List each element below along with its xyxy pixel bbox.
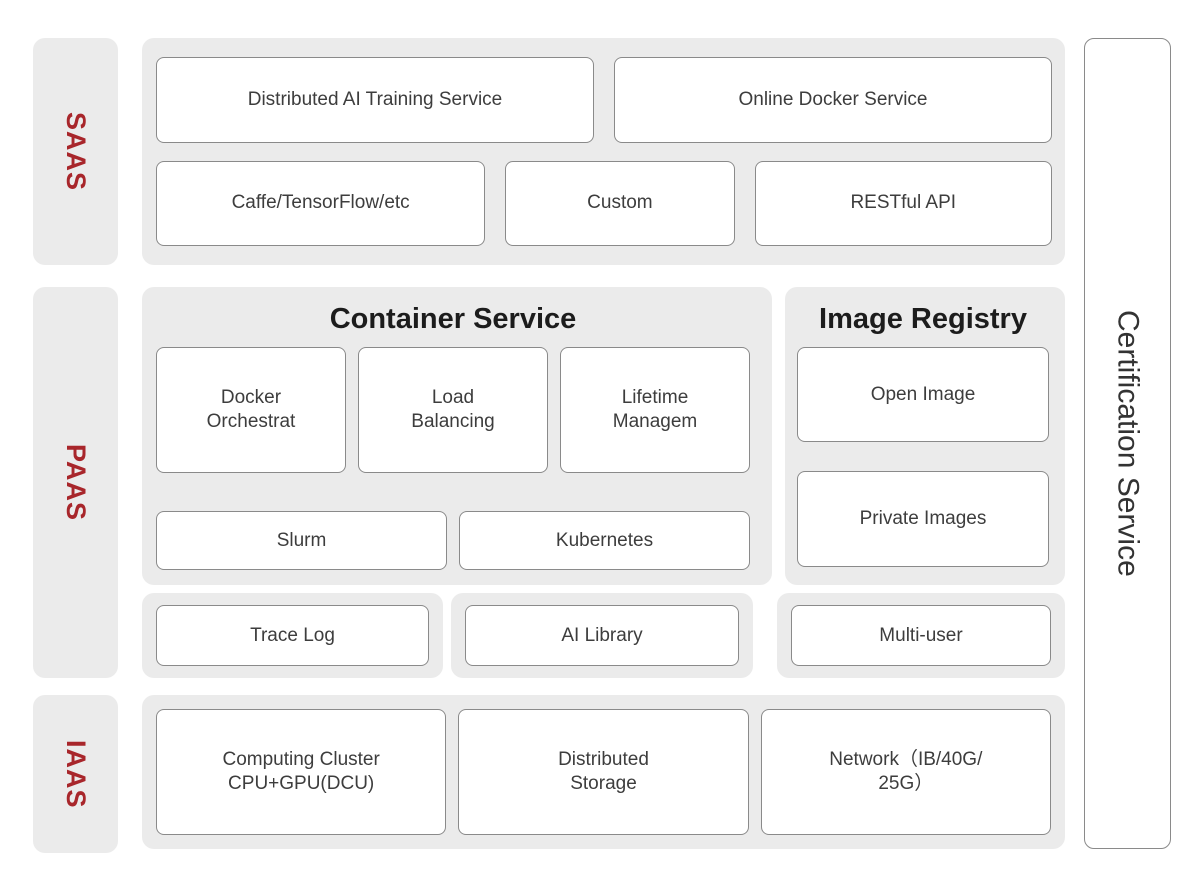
service-box-label: Slurm — [276, 529, 327, 551]
service-box-label: RESTful API — [850, 192, 957, 214]
service-box-trace-log: Trace Log — [156, 605, 429, 666]
iaas-panel: Computing Cluster CPU+GPU(DCU) Distribut… — [142, 695, 1065, 849]
service-box-label: Network（IB/40G/ 25G） — [829, 749, 983, 794]
service-box-restful-api: RESTful API — [754, 160, 1052, 246]
container-service-bottom-row: Slurm Kubernetes — [156, 511, 750, 570]
service-box-custom: Custom — [505, 160, 735, 246]
middleware-panel-multi-user: Multi-user — [777, 593, 1065, 678]
service-box-network: Network（IB/40G/ 25G） — [760, 709, 1051, 835]
container-service-title: Container Service — [329, 303, 577, 335]
image-registry-panel: Image Registry Open Image Private Images — [785, 287, 1065, 585]
service-box-open-image: Open Image — [797, 347, 1049, 442]
saas-row-1: Distributed AI Training Service Online D… — [156, 57, 1052, 143]
service-box-multi-user: Multi-user — [791, 605, 1051, 666]
layer-label-iaas: IAAS — [61, 739, 91, 809]
middleware-panel-ai-library: AI Library — [451, 593, 753, 678]
service-box-lifetime-managem: Lifetime Managem — [560, 347, 750, 473]
service-box-label: Multi-user — [879, 624, 963, 646]
service-box-private-images: Private Images — [797, 471, 1049, 567]
certification-service-box: Certification Service — [1084, 38, 1171, 849]
service-box-slurm: Slurm — [156, 511, 447, 570]
layer-label-paas: PAAS — [61, 443, 91, 521]
service-box-docker-orchestrat: Docker Orchestrat — [156, 347, 346, 473]
image-registry-title: Image Registry — [819, 303, 1027, 335]
service-box-load-balancing: Load Balancing — [358, 347, 548, 473]
service-box-ai-library: AI Library — [465, 605, 739, 666]
layer-rail-paas: PAAS — [33, 287, 118, 678]
service-box-label: Lifetime Managem — [612, 387, 698, 432]
certification-service-label: Certification Service — [1111, 310, 1145, 577]
service-box-distributed-storage: Distributed Storage — [458, 709, 749, 835]
saas-panel: Distributed AI Training Service Online D… — [142, 38, 1065, 265]
service-box-label: Caffe/TensorFlow/etc — [231, 192, 410, 214]
service-box-label: Private Images — [859, 508, 987, 530]
layer-label-saas: SAAS — [61, 111, 91, 191]
service-box-label: Distributed Storage — [558, 749, 649, 794]
service-box-online-docker: Online Docker Service — [614, 57, 1052, 143]
service-box-label: Load Balancing — [411, 387, 495, 432]
service-box-computing-cluster: Computing Cluster CPU+GPU(DCU) — [156, 709, 447, 835]
layer-rail-saas: SAAS — [33, 38, 118, 265]
service-box-label: Docker Orchestrat — [206, 387, 296, 432]
layer-rail-iaas: IAAS — [33, 695, 118, 853]
service-box-kubernetes: Kubernetes — [459, 511, 750, 570]
service-box-caffe-tensorflow: Caffe/TensorFlow/etc — [156, 160, 486, 246]
service-box-label: AI Library — [561, 624, 643, 646]
service-box-label: Open Image — [870, 383, 976, 405]
container-service-top-row: Docker Orchestrat Load Balancing Lifetim… — [156, 347, 750, 473]
service-box-label: Kubernetes — [555, 529, 654, 551]
service-box-label: Trace Log — [250, 624, 335, 646]
middleware-panel-trace-log: Trace Log — [142, 593, 443, 678]
service-box-label: Distributed AI Training Service — [247, 88, 503, 110]
saas-row-2: Caffe/TensorFlow/etc Custom RESTful API — [156, 160, 1052, 246]
service-box-label: Online Docker Service — [738, 88, 928, 110]
service-box-label: Custom — [587, 192, 653, 214]
service-box-label: Computing Cluster CPU+GPU(DCU) — [222, 749, 380, 794]
container-service-panel: Container Service Docker Orchestrat Load… — [142, 287, 772, 585]
service-box-distributed-ai-training: Distributed AI Training Service — [156, 57, 594, 143]
